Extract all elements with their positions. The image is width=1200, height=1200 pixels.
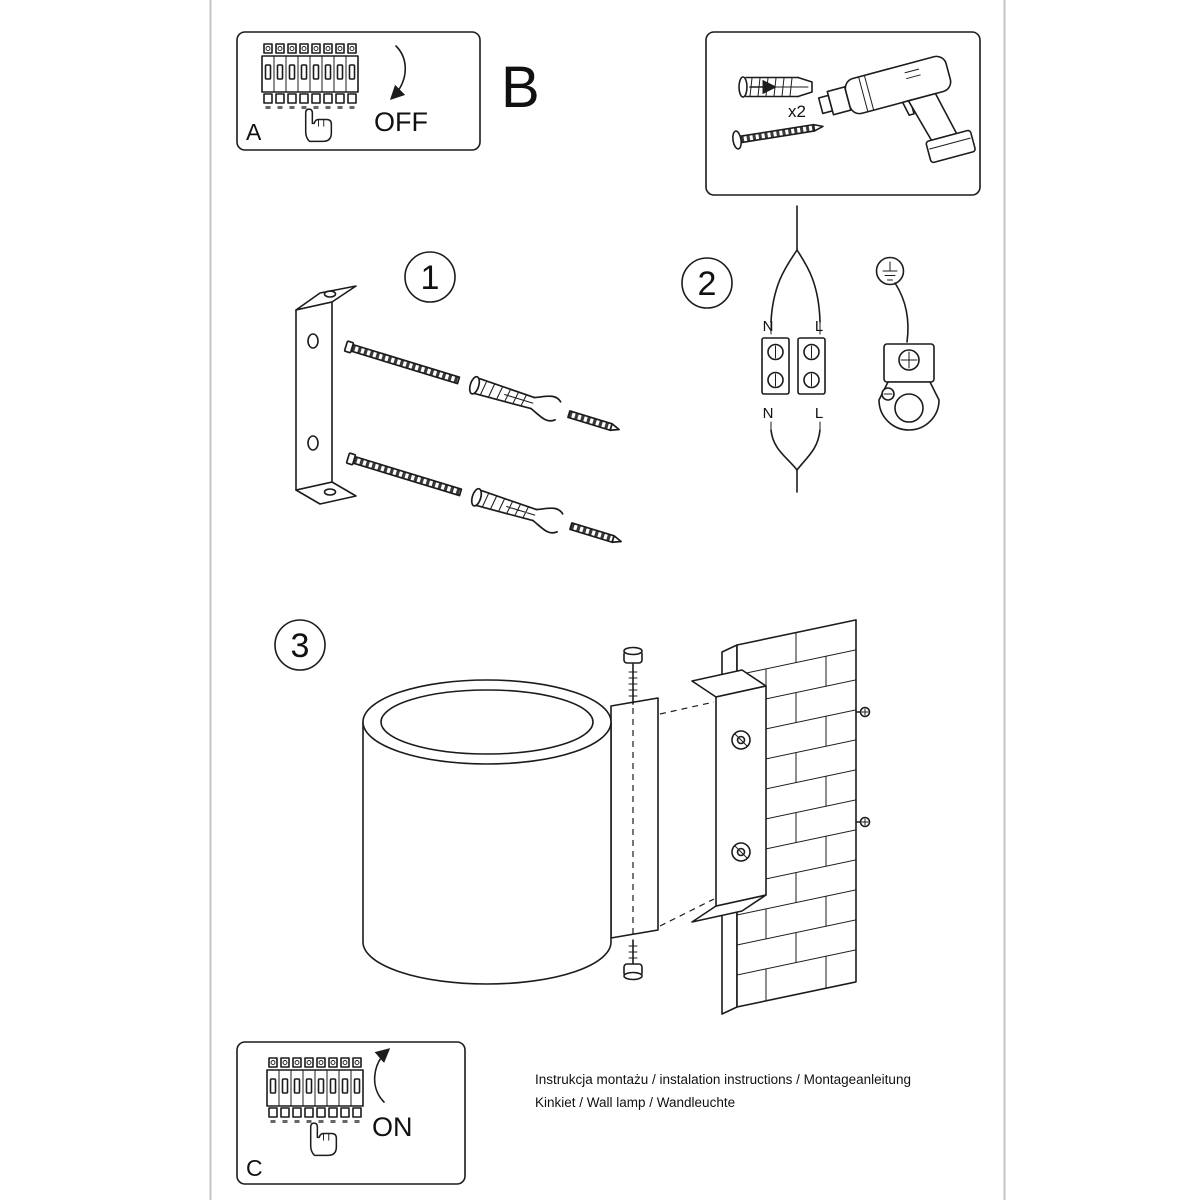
step-3-badge: 3 [274,619,326,671]
drill-icon [817,55,976,164]
step-c-label: C [246,1155,263,1181]
wire-l-bottom-label: L [815,405,823,422]
terminal-block-icon [761,337,826,395]
screw-anchor-set [344,446,624,553]
step-3-number: 3 [291,627,310,665]
wire-n-bottom-label: N [763,405,774,422]
quantity-label: x2 [788,102,806,121]
mounting-bracket-icon [295,285,357,505]
footer-line2: Kinkiet / Wall lamp / Wandleuchte [535,1095,735,1110]
section-b-label: B [501,55,540,120]
step-2-badge: 2 [681,257,733,309]
footer-line1: Instrukcja montażu / instalation instruc… [535,1072,911,1087]
mains-wires-icon [770,205,821,493]
off-arrow-icon [389,45,406,101]
step-2-number: 2 [698,265,717,303]
wall-bracket-icon [691,669,767,923]
mounting-screw-icon [623,646,643,705]
mounting-screw-icon [623,939,643,981]
wall-plug-icon [738,76,813,98]
wire-l-top-label: L [815,318,823,335]
on-arrow-icon [373,1048,391,1103]
alignment-dashed-lines [632,701,715,938]
off-label: OFF [374,107,428,137]
wall-bolt-icon [855,816,871,828]
wall-bolt-icon [855,706,871,718]
step-a-label: A [246,119,262,145]
lampshade-icon [362,679,612,985]
wire-n-top-label: N [763,318,774,335]
ground-terminal-icon [878,282,940,431]
on-label: ON [372,1112,413,1142]
screw-anchor-set [342,334,622,441]
step-1-badge: 1 [404,251,456,303]
step-1-number: 1 [421,259,440,297]
screw-icon [732,123,824,150]
mounting-block-icon [610,697,659,939]
earth-symbol-icon [875,256,905,286]
